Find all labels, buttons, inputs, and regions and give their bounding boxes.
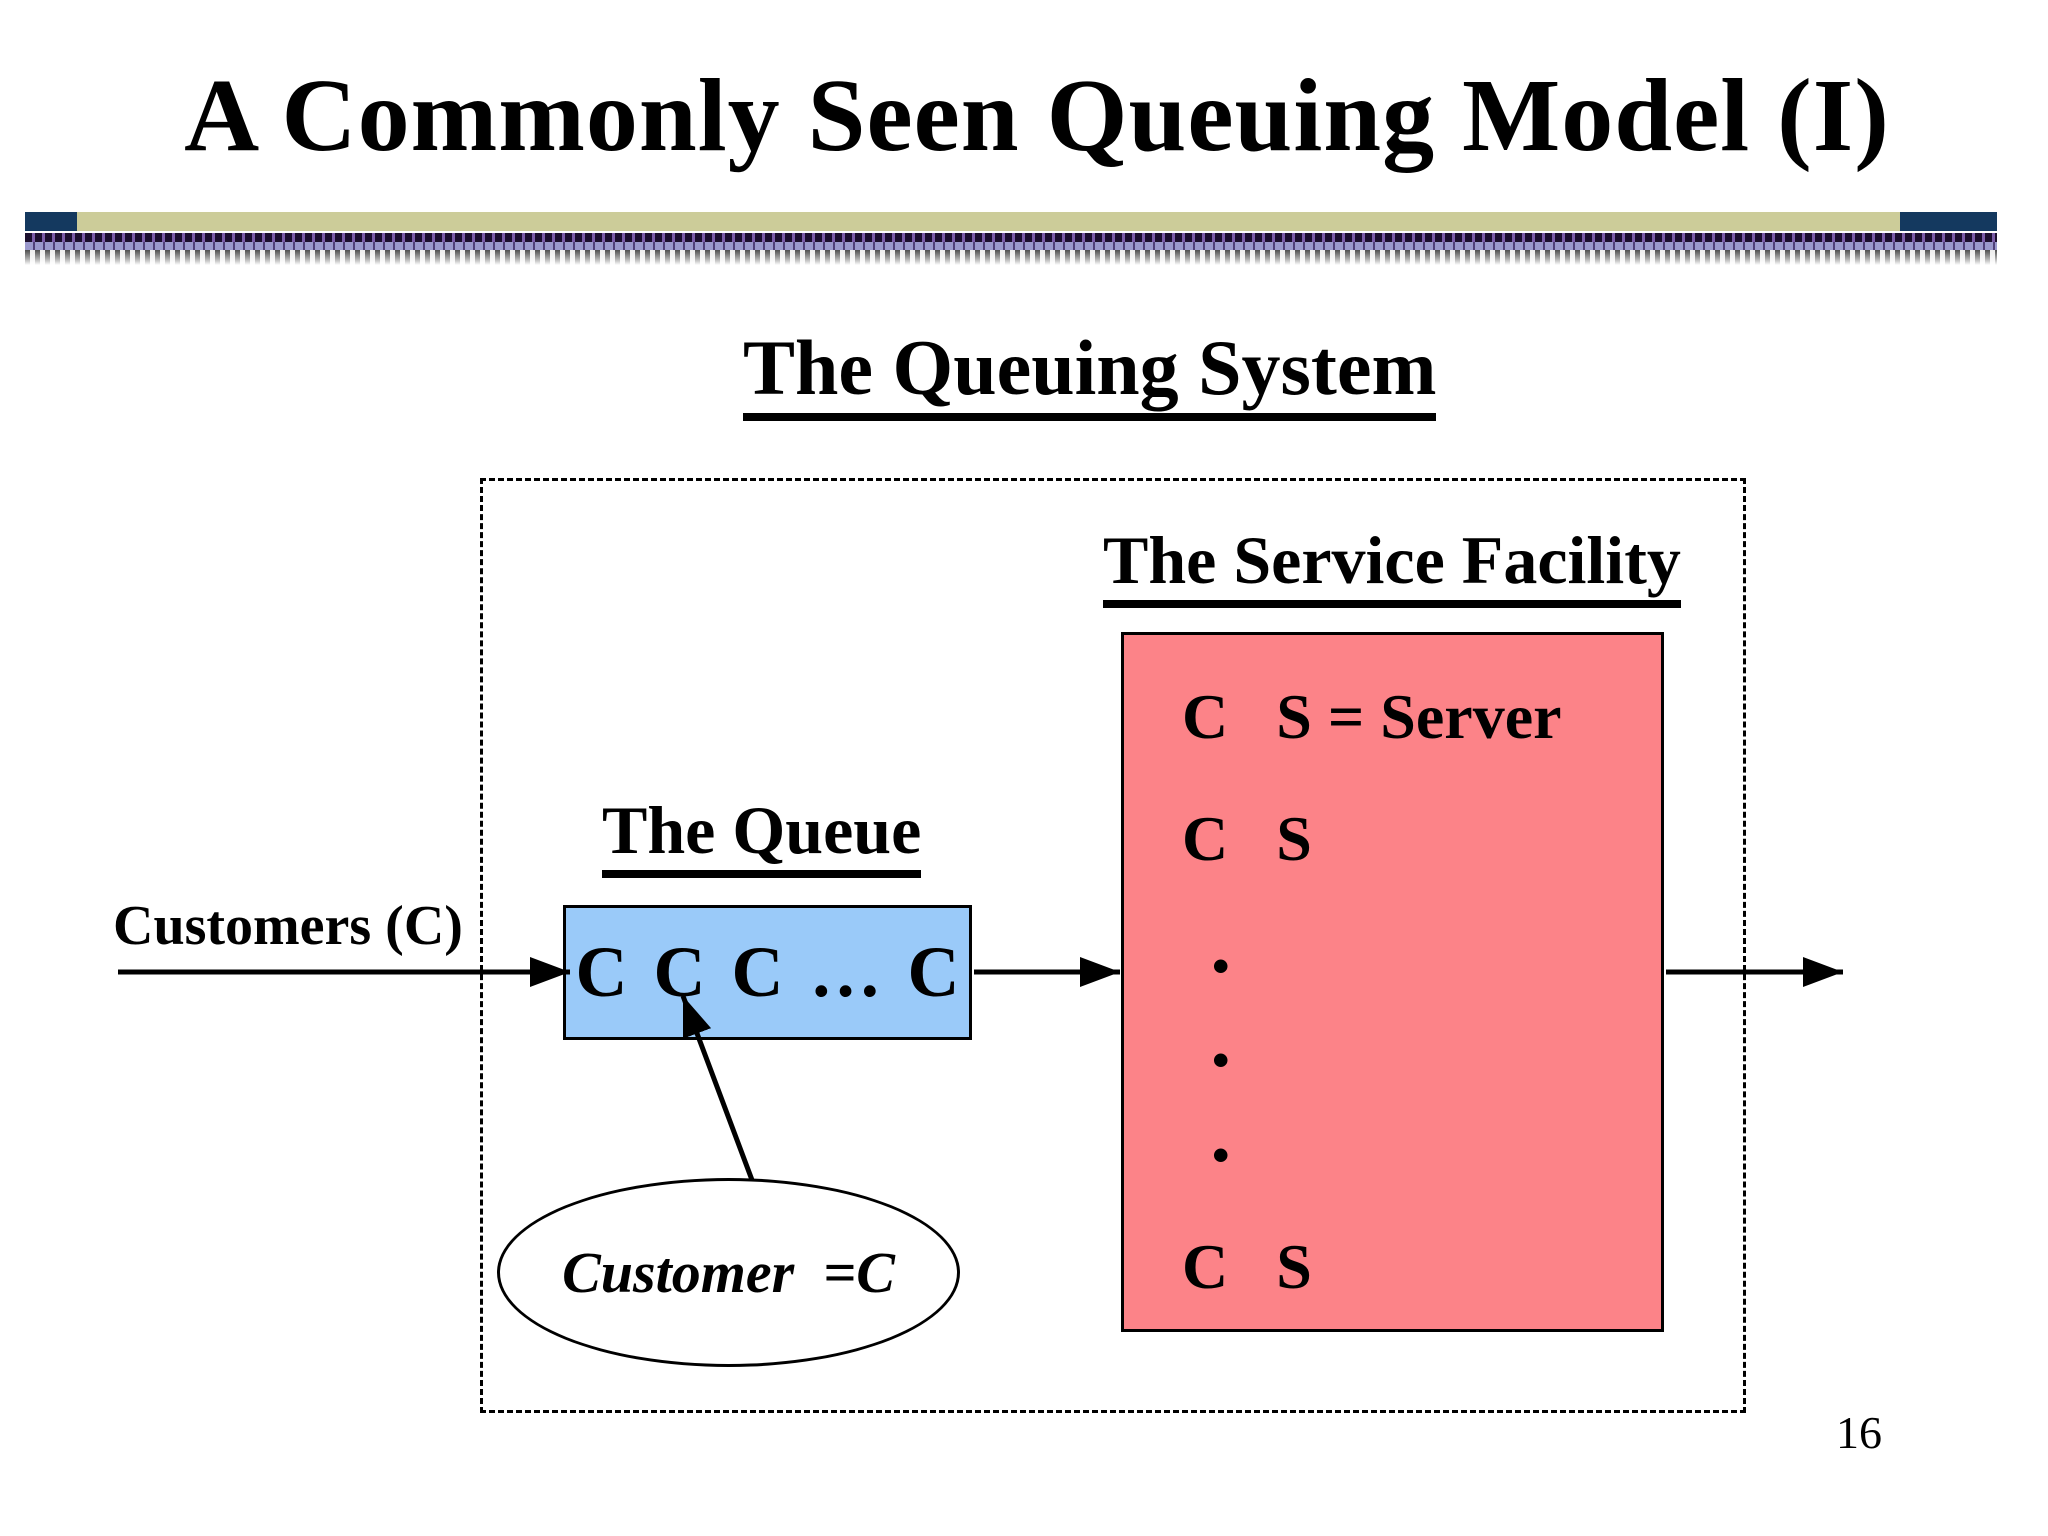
divider-navy-block-left [25,212,77,231]
vertical-ellipsis-dot: • [1212,938,1230,994]
stripe-row-gray [25,250,1997,265]
service-row-cs-last: C S [1182,1231,1312,1302]
divider-navy-block-right [1900,212,1997,231]
service-facility-heading: The Service Facility [1103,526,1681,608]
page-number: 16 [1836,1407,1882,1458]
queue-box: C C C … C [563,905,972,1040]
slide-title: A Commonly Seen Queuing Model (I) [184,58,1890,173]
queue-heading: The Queue [602,796,922,878]
queuing-system-heading: The Queuing System [743,329,1437,421]
vertical-ellipsis-dot: • [1212,1127,1230,1183]
customer-callout-ellipse: Customer =C [497,1178,960,1367]
service-row-cs-middle: C S [1182,803,1312,874]
vertical-ellipsis-dot: • [1212,1032,1230,1088]
divider-stripe-band [25,233,1997,265]
queuing-system-boundary-box [480,478,1746,1413]
stripe-row-lavender [25,242,1997,250]
queue-content: C C C … C [575,932,960,1012]
customer-callout-text: Customer =C [562,1240,895,1305]
stripe-row-dark [25,233,1997,242]
divider-tan-bar [77,212,1900,231]
service-facility-box: C S = Server C S • • • C S [1121,632,1664,1332]
service-row-server: C S = Server [1182,681,1562,752]
customers-input-label: Customers (C) [113,895,463,957]
